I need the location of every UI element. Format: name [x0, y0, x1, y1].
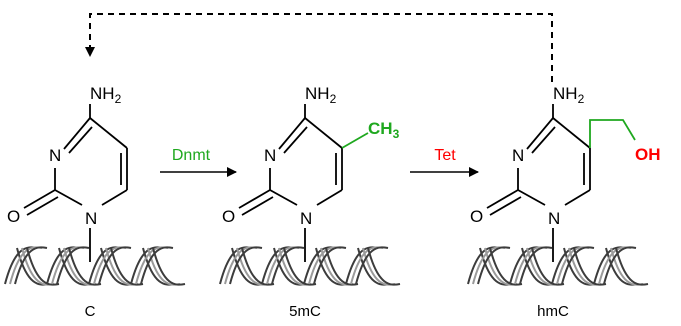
- ring-bond-n3-c4: [526, 117, 554, 150]
- ring-bond-c4-c5: [89, 117, 128, 149]
- molecule-cytosine: NH2 N N O C: [4, 84, 186, 320]
- carbonyl-oxygen-label: O: [470, 207, 483, 226]
- molecule-5-methylcytosine: NH2 N N O CH3 5mC: [219, 84, 401, 320]
- carbonyl-double-bond: [26, 196, 59, 216]
- helix-strand: [135, 246, 169, 285]
- reaction-arrow-tet: Tet: [410, 147, 479, 177]
- enzyme-label-dnmt: Dnmt: [172, 147, 211, 164]
- helix-strand: [98, 246, 132, 285]
- enzyme-label-tet: Tet: [434, 147, 456, 164]
- ring-nitrogen-label: N: [264, 146, 276, 165]
- ring-nitrogen-label: N: [512, 146, 524, 165]
- ring-bond-n3-c4: [63, 117, 91, 150]
- pyrimidine-ring: [467, 104, 649, 286]
- amine-group: NH2: [553, 84, 585, 106]
- ring-bond-n1-c2: [517, 189, 546, 206]
- helix-strand: [603, 246, 637, 285]
- helix-strand: [556, 246, 590, 285]
- carbonyl-bond: [23, 189, 56, 209]
- ring-nitrogen-label: N: [49, 146, 61, 165]
- ring-nitrogen-1-label: N: [548, 209, 560, 228]
- helix-strand: [224, 246, 258, 285]
- carbonyl-bond: [486, 189, 519, 209]
- molecule-name: C: [85, 303, 96, 320]
- cycle-dashed-arrow: [85, 13, 553, 82]
- helix-strand: [140, 246, 174, 285]
- methyl-group: CH3: [368, 119, 400, 141]
- ring-bond-c6-n1: [316, 189, 343, 206]
- carbonyl-bond: [238, 189, 271, 209]
- ring-bond-c4-c5: [304, 117, 343, 149]
- helix-strand: [26, 247, 60, 286]
- helix-strand: [598, 246, 632, 285]
- ring-double-bond-n3-c4: [68, 126, 93, 154]
- helix-strand: [615, 247, 649, 286]
- helix-strand: [110, 247, 144, 286]
- molecule-5-hydroxymethylcytosine: NH2 N N O OH hmC: [467, 84, 661, 320]
- helix-strand: [350, 246, 384, 285]
- ring-double-bond-n3-c4: [283, 126, 308, 154]
- helix-strand: [561, 246, 595, 285]
- amine-group: NH2: [90, 84, 122, 106]
- helix-strand: [367, 247, 401, 286]
- helix-strand: [68, 247, 102, 286]
- molecule-name: hmC: [537, 303, 569, 320]
- hydroxymethyl-bond: [589, 119, 636, 148]
- molecule-name: 5mC: [289, 303, 321, 320]
- carbonyl-double-bond: [489, 196, 522, 216]
- carbonyl-double-bond: [241, 196, 274, 216]
- helix-strand: [283, 247, 317, 286]
- helix-strand: [519, 246, 553, 285]
- helix-strand: [531, 247, 565, 286]
- helix-strand: [514, 246, 548, 285]
- ring-bond-c4-c5: [552, 117, 591, 149]
- helix-strand: [93, 246, 127, 285]
- helix-strand: [241, 247, 275, 286]
- helix-strand: [477, 246, 511, 285]
- helix-strand: [147, 247, 181, 286]
- methyl-bond: [341, 132, 369, 149]
- ring-nitrogen-1-label: N: [85, 209, 97, 228]
- hydroxyl-group: OH: [635, 145, 661, 164]
- ring-bond-n3-c4: [278, 117, 306, 150]
- helix-strand: [489, 247, 523, 286]
- dna-helix: [4, 246, 186, 286]
- helix-strand: [362, 247, 396, 286]
- helix-strand: [355, 246, 389, 285]
- pyrimidine-ring: [4, 104, 186, 286]
- helix-strand: [266, 246, 300, 285]
- pyrimidine-ring: [219, 104, 401, 286]
- helix-strand: [472, 246, 506, 285]
- carbonyl-oxygen-label: O: [7, 207, 20, 226]
- helix-strand: [51, 246, 85, 285]
- helix-strand: [573, 247, 607, 286]
- reaction-arrow-dnmt: Dnmt: [160, 147, 237, 177]
- ring-bond-c6-n1: [564, 189, 591, 206]
- ring-bond-n1-c2: [269, 189, 298, 206]
- ring-bond-c6-n1: [101, 189, 128, 206]
- helix-strand: [56, 246, 90, 285]
- helix-strand: [229, 246, 263, 285]
- dna-helix: [467, 246, 649, 286]
- helix-strand: [308, 246, 342, 285]
- ring-nitrogen-1-label: N: [300, 209, 312, 228]
- helix-strand: [152, 247, 186, 286]
- helix-strand: [14, 246, 48, 285]
- helix-strand: [610, 247, 644, 286]
- amine-group: NH2: [305, 84, 337, 106]
- dna-helix: [219, 246, 401, 286]
- helix-strand: [271, 246, 305, 285]
- carbonyl-oxygen-label: O: [222, 207, 235, 226]
- ring-bond-n1-c2: [54, 189, 83, 206]
- helix-strand: [325, 247, 359, 286]
- ring-double-bond-n3-c4: [531, 126, 556, 154]
- helix-strand: [313, 246, 347, 285]
- helix-strand: [9, 246, 43, 285]
